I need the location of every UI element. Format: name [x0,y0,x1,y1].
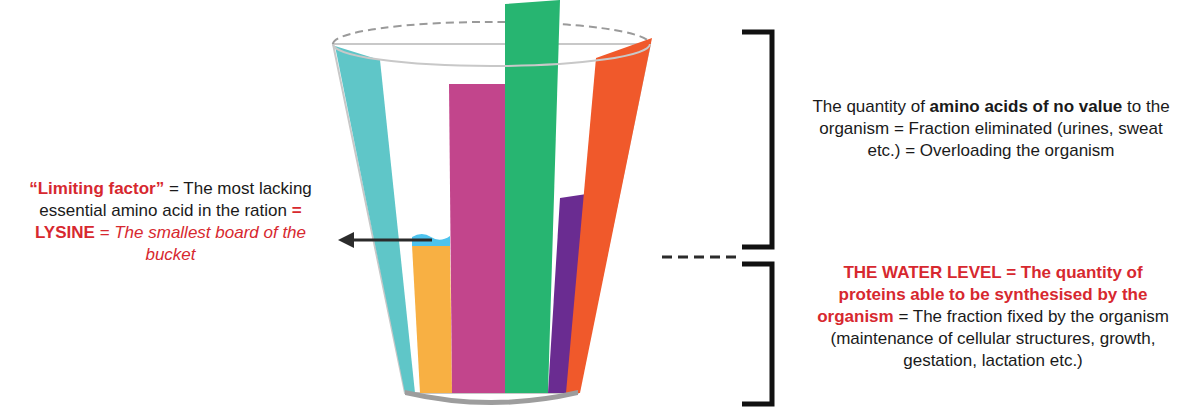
no-value-term: amino acids of no value [930,97,1123,116]
bucket-rim-back [333,22,650,44]
pointer-arrow [350,239,432,242]
level-line [662,256,738,259]
limiting-factor-term: “Limiting factor” [29,179,164,198]
bracket-top [742,32,772,247]
smallest-board-note: = The smallest board of the bucket [100,223,306,264]
stave-cyan [335,46,415,393]
arrow-head [338,232,354,248]
callout-text: “Limiting factor” = The most lacking ess… [8,178,333,266]
stave-magenta [449,84,505,393]
bucket-rim-front [333,44,650,66]
stave-lysine [412,245,452,393]
eliminated-text: The quantity of [812,97,924,116]
stave-orange-red [566,38,652,393]
callout-text: The quantity of amino acids of no value … [808,96,1174,162]
bracket-bottom [742,264,772,404]
callout-text: THE WATER LEVEL = The quantity of protei… [810,262,1176,372]
bucket-bottom [405,390,578,405]
